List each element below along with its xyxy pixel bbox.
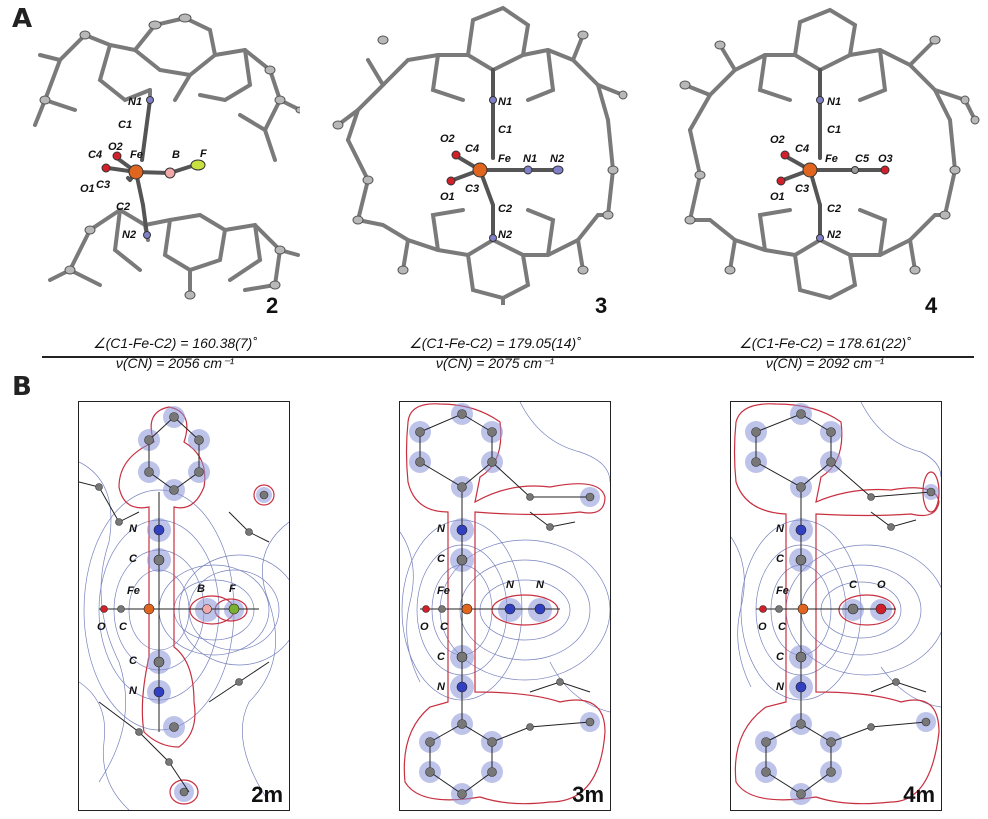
atom-label-o2: O2	[440, 133, 455, 145]
crystal-structure-2: N1 C1 O2 C4 Fe B F O1 C3 C2 N2	[33, 13, 300, 300]
density-map-4m: N C Fe O C C O C N 4m	[730, 401, 942, 811]
compound-number-2: 2	[266, 293, 279, 318]
atom-label-c2: C2	[827, 203, 841, 215]
map-label-ligand-1: N	[506, 579, 515, 591]
cn-frequency-caption: ν(CN) = 2056 cm⁻¹	[115, 355, 235, 371]
atom-label-c3: C3	[795, 183, 809, 195]
atom-label-fe: Fe	[130, 149, 143, 161]
map-label-c-top: C	[129, 553, 138, 565]
map-label-c-top: C	[776, 553, 785, 565]
map-label-c-bottom: C	[776, 651, 785, 663]
atom-label-c4: C4	[88, 149, 102, 161]
map-label-c-bottom: C	[437, 651, 446, 663]
map-label-fe: Fe	[776, 585, 789, 597]
caption-structure-2: ∠(C1-Fe-C2) = 160.38(7)˚ ν(CN) = 2056 cm…	[50, 333, 300, 373]
map-label-n-bottom: N	[437, 681, 446, 693]
panel-letter-b: B	[12, 372, 32, 402]
atom-label-c4: C4	[465, 143, 479, 155]
atom-label-n1-axial: N1	[523, 153, 537, 165]
cn-frequency-caption: ν(CN) = 2075 cm⁻¹	[435, 355, 555, 371]
map-label-n-top: N	[437, 523, 446, 535]
bond-angle-caption: ∠(C1-Fe-C2) = 160.38(7)˚	[93, 335, 257, 351]
map-label-c-bottom: C	[129, 655, 138, 667]
contour-plot: N C Fe O C N N C N	[400, 402, 610, 805]
atom-label-n2-axial: N2	[550, 153, 564, 165]
map-label-n-top: N	[776, 523, 785, 535]
bond-angle-caption: ∠(C1-Fe-C2) = 179.05(14)˚	[409, 335, 581, 351]
atom-label-c2: C2	[116, 201, 130, 213]
map-label-ligand-2: N	[536, 579, 545, 591]
atom-label-o2: O2	[770, 134, 785, 146]
atom-label-f: F	[200, 148, 207, 160]
atom-label-o2: O2	[108, 141, 123, 153]
crystal-structure-4: N1 C1 O2 C4 Fe C5 O3 O1 C3 C2 N2	[679, 7, 980, 301]
map-id-3m: 3m	[572, 782, 604, 807]
panel-divider	[42, 356, 974, 358]
atom-label-c3: C3	[96, 179, 110, 191]
map-label-c-top: C	[437, 553, 446, 565]
atom-label-o3: O3	[878, 153, 893, 165]
atom-label-n1: N1	[827, 96, 841, 108]
atom-label-o1: O1	[770, 191, 785, 203]
atom-label-n1: N1	[498, 96, 512, 108]
map-label-fe: Fe	[437, 585, 450, 597]
atom-label-n2: N2	[827, 229, 841, 241]
atom-label-b: B	[172, 149, 180, 161]
contour-plot: N C Fe O C B F C N	[79, 406, 289, 810]
map-label-ligand-2: O	[877, 579, 886, 591]
atom-label-c5: C5	[855, 153, 870, 165]
caption-structure-3: ∠(C1-Fe-C2) = 179.05(14)˚ ν(CN) = 2075 c…	[370, 333, 620, 373]
compound-number-3: 3	[595, 293, 608, 318]
bond-angle-caption: ∠(C1-Fe-C2) = 178.61(22)˚	[739, 335, 911, 351]
map-label-n-bottom: N	[776, 681, 785, 693]
compound-number-4: 4	[925, 293, 938, 318]
map-label-ligand-1: C	[849, 579, 858, 591]
map-label-c: C	[778, 621, 787, 633]
map-label-o: O	[97, 621, 106, 633]
atom-label-o1: O1	[80, 183, 95, 195]
map-label-o: O	[420, 621, 429, 633]
atom-label-c1: C1	[827, 124, 841, 136]
atom-label-c2: C2	[498, 203, 512, 215]
map-label-ligand-1: B	[197, 583, 205, 595]
map-label-c: C	[119, 621, 128, 633]
density-map-3m: N C Fe O C N N C N 3m	[399, 401, 611, 811]
map-label-n-top: N	[129, 523, 138, 535]
panel-letter-a: A	[12, 4, 33, 34]
atom-label-o1: O1	[440, 191, 455, 203]
crystal-structure-3: N1 C1 O2 C4 Fe N1 N2 O1 C3 C2 N2	[332, 5, 628, 305]
atom-label-c3: C3	[465, 183, 479, 195]
atom-label-n1: N1	[128, 96, 142, 108]
map-id-4m: 4m	[903, 782, 935, 807]
atom-label-fe: Fe	[498, 153, 511, 165]
atom-label-fe: Fe	[825, 153, 838, 165]
map-label-ligand-2: F	[229, 583, 236, 595]
atom-label-c4: C4	[795, 143, 809, 155]
map-id-2m: 2m	[251, 782, 283, 807]
density-map-2m: N C Fe O C B F C N 2m	[78, 401, 290, 811]
map-label-c: C	[440, 621, 449, 633]
caption-structure-4: ∠(C1-Fe-C2) = 178.61(22)˚ ν(CN) = 2092 c…	[700, 333, 950, 373]
cn-frequency-caption: ν(CN) = 2092 cm⁻¹	[765, 355, 885, 371]
contour-plot: N C Fe O C C O C N	[731, 402, 941, 805]
atom-label-n2: N2	[498, 229, 512, 241]
atom-label-c1: C1	[498, 124, 512, 136]
map-label-n-bottom: N	[129, 685, 138, 697]
atom-label-n2: N2	[122, 229, 136, 241]
map-label-fe: Fe	[127, 585, 140, 597]
atom-label-c1: C1	[118, 119, 132, 131]
map-label-o: O	[758, 621, 767, 633]
